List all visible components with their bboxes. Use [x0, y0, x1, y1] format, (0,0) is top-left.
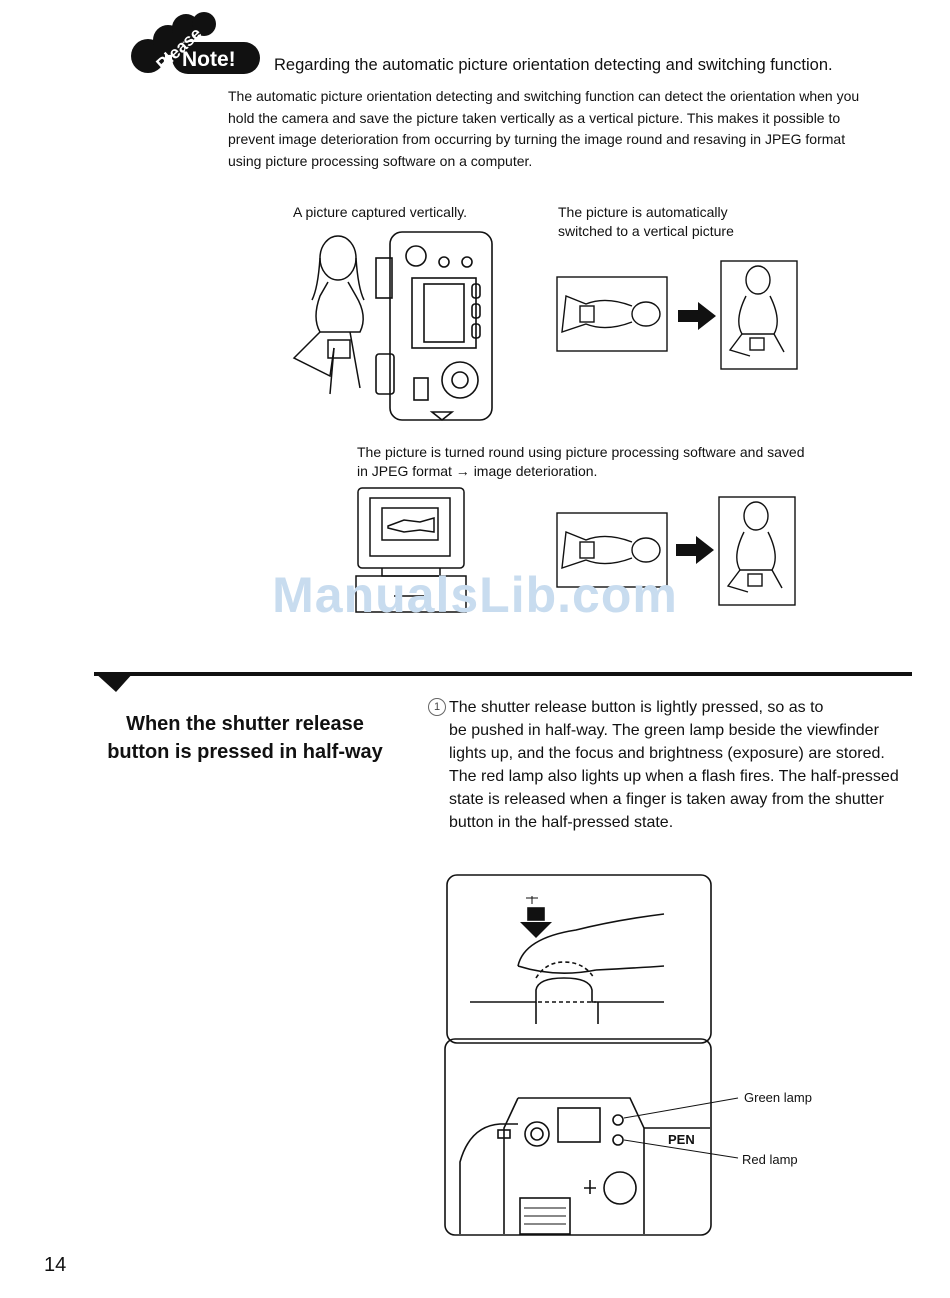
green-lamp-label: Green lamp [744, 1090, 812, 1105]
vertical-picture-2 [718, 496, 796, 606]
rotated-picture-1 [556, 276, 668, 352]
step-number: 1 [428, 698, 446, 716]
caption-captured-vertically: A picture captured vertically. [293, 204, 468, 220]
arrow-right-icon [676, 536, 714, 564]
finger-press-illustration [446, 874, 712, 1044]
brand-text: PEN [668, 1132, 695, 1147]
section-title: When the shutter release button is press… [107, 713, 383, 763]
section-divider [94, 672, 912, 692]
red-lamp-label: Red lamp [742, 1152, 798, 1167]
page-number: 14 [44, 1254, 67, 1276]
caption-auto-switched: The picture is automatically switched to… [558, 204, 734, 239]
camera-back-illustration [375, 231, 493, 422]
step-text: be pushed in half-way. The green lamp be… [449, 722, 899, 831]
camera-lamps-illustration: PEN [444, 1038, 739, 1236]
caption-turned-round: The picture is turned round using pictur… [357, 444, 805, 479]
step-first-line: The shutter release button is lightly pr… [449, 699, 824, 716]
computer-illustration [355, 487, 467, 613]
please-note-badge: Please Note! [131, 12, 260, 74]
rotated-picture-2 [556, 512, 668, 588]
vertical-picture-1 [720, 260, 798, 370]
badge-note-text: Note! [182, 48, 236, 71]
watermark: ManualsLib.com [272, 567, 678, 623]
note-body: The automatic picture orientation detect… [228, 88, 860, 169]
woman-illustration [292, 235, 365, 395]
arrow-right-icon [678, 302, 716, 330]
note-heading: Regarding the automatic picture orientat… [274, 56, 833, 74]
